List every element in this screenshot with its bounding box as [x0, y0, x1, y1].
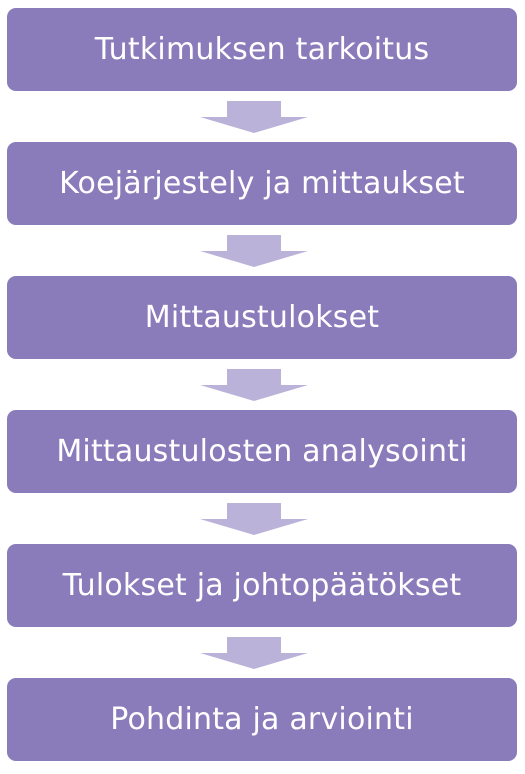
- step-box-purpose: Tutkimuksen tarkoitus: [7, 8, 517, 91]
- down-arrow-icon: [200, 369, 308, 401]
- step-label: Tutkimuksen tarkoitus: [94, 32, 430, 67]
- step-box-results: Mittaustulokset: [7, 276, 517, 359]
- step-label: Tulokset ja johtopäätökset: [62, 568, 462, 603]
- step-box-analysis: Mittaustulosten analysointi: [7, 410, 517, 493]
- step-label: Koejärjestely ja mittaukset: [59, 166, 465, 201]
- down-arrow-icon: [200, 637, 308, 669]
- step-label: Mittaustulosten analysointi: [56, 434, 468, 469]
- down-arrow-icon: [200, 235, 308, 267]
- step-box-conclusions: Tulokset ja johtopäätökset: [7, 544, 517, 627]
- down-arrow-icon: [200, 503, 308, 535]
- step-label: Mittaustulokset: [144, 300, 380, 335]
- step-label: Pohdinta ja arviointi: [110, 702, 414, 737]
- step-box-setup: Koejärjestely ja mittaukset: [7, 142, 517, 225]
- step-box-evaluation: Pohdinta ja arviointi: [7, 678, 517, 761]
- down-arrow-icon: [200, 101, 308, 133]
